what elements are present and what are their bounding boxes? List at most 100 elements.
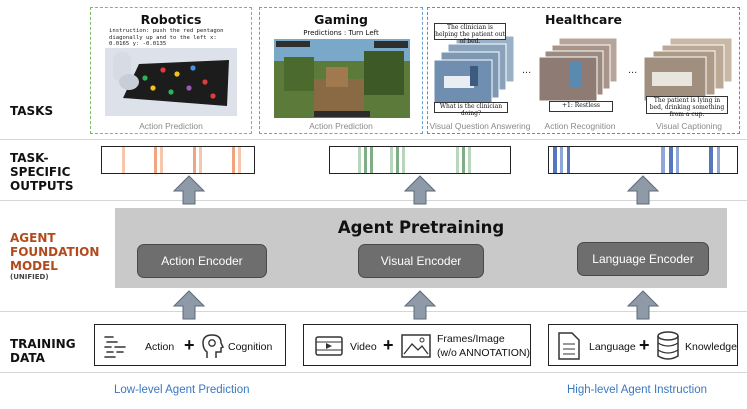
strip-tick xyxy=(709,147,713,173)
action-icon xyxy=(104,336,126,358)
row-label-model-line3: MODEL xyxy=(10,259,58,273)
row-label-data-line2: DATA xyxy=(10,351,45,365)
caption-vqa: Visual Question Answering xyxy=(429,121,531,131)
database-icon xyxy=(657,331,679,360)
strip-tick xyxy=(396,147,399,173)
visual-encoder: Visual Encoder xyxy=(358,244,484,278)
strip-tick xyxy=(560,147,563,173)
arrow-up-icon xyxy=(172,175,206,205)
row-label-model-line1: AGENT xyxy=(10,231,56,245)
ellipsis-1: ... xyxy=(522,64,532,76)
strip-tick xyxy=(402,147,405,173)
arrow-up-icon xyxy=(626,290,660,320)
robotics-caption: Action Prediction xyxy=(139,121,203,131)
label-action: Action xyxy=(145,341,175,353)
caption-visual-captioning: Visual Captioning xyxy=(656,121,722,131)
separator-outputs xyxy=(0,200,747,201)
robotics-instruction: instruction: push the red pentagon diago… xyxy=(109,28,224,48)
row-label-tasks: TASKS xyxy=(10,104,54,118)
cognition-icon xyxy=(202,334,225,358)
vqa-frames xyxy=(434,36,515,107)
output-strip-visual xyxy=(329,146,511,174)
vc-frames xyxy=(644,38,733,102)
image-icon xyxy=(401,334,431,358)
strip-tick xyxy=(199,147,202,173)
bubble-vqa: What is the clinician doing? xyxy=(434,102,508,117)
gaming-title: Gaming xyxy=(314,12,368,27)
separator-data xyxy=(0,372,747,373)
strip-tick xyxy=(238,147,241,173)
agent-pretraining-title: Agent Pretraining xyxy=(337,218,505,237)
row-label-outputs-line1: TASK- xyxy=(10,151,49,165)
robotics-panel: Robotics instruction: push the red penta… xyxy=(90,7,252,134)
row-label-training-data: TRAINING DATA xyxy=(10,337,76,365)
robotics-image xyxy=(105,48,237,116)
strip-tick xyxy=(193,147,196,173)
separator-tasks xyxy=(0,139,747,140)
strip-tick xyxy=(364,147,367,173)
training-box-video-frames: Video + Frames/Image (w/o ANNOTATION) xyxy=(303,324,531,366)
label-language: Language xyxy=(589,341,636,353)
vqa-image-stack xyxy=(434,36,516,112)
bubble-caption: The patient is lying in bed, drinking so… xyxy=(646,96,728,118)
plus-sign: + xyxy=(383,335,394,355)
action-encoder: Action Encoder xyxy=(137,244,267,278)
arrow-up-icon xyxy=(172,290,206,320)
strip-tick xyxy=(456,147,459,173)
agent-pretraining-box: Agent Pretraining Action Encoder Visual … xyxy=(115,208,727,288)
gaming-image xyxy=(274,39,410,118)
row-label-outputs: TASK- SPECIFIC OUTPUTS xyxy=(10,151,74,193)
strip-tick xyxy=(717,147,720,173)
label-frames-image: Frames/Image xyxy=(437,333,505,345)
output-strip-language xyxy=(548,146,738,174)
video-icon xyxy=(315,336,343,356)
row-label-outputs-line2: SPECIFIC xyxy=(10,165,71,179)
plus-sign: + xyxy=(184,335,195,355)
footer-low-level: Low-level Agent Prediction xyxy=(114,384,250,396)
ellipsis-2: ... xyxy=(628,64,638,76)
training-box-action-cognition: Action + Cognition xyxy=(94,324,286,366)
language-encoder: Language Encoder xyxy=(577,242,709,276)
strip-tick xyxy=(567,147,570,173)
plus-sign: + xyxy=(639,335,650,355)
label-video: Video xyxy=(350,341,377,353)
strip-tick xyxy=(390,147,393,173)
robotics-scene xyxy=(113,52,229,106)
row-label-model-sub: (UNIFIED) xyxy=(10,273,49,281)
robotics-title: Robotics xyxy=(140,12,202,27)
caption-action-recognition: Action Recognition xyxy=(544,121,616,131)
row-label-data-line1: TRAINING xyxy=(10,337,76,351)
strip-tick xyxy=(358,147,361,173)
row-label-model-line2: FOUNDATION xyxy=(10,245,100,259)
bubble-restless: +1: Restless xyxy=(549,101,613,112)
strip-tick xyxy=(462,147,465,173)
row-label-outputs-line3: OUTPUTS xyxy=(10,179,74,193)
gaming-caption: Action Prediction xyxy=(309,121,373,131)
gaming-scene xyxy=(274,39,410,118)
strip-tick xyxy=(370,147,373,173)
strip-tick xyxy=(154,147,157,173)
strip-tick xyxy=(669,147,673,173)
arrow-up-icon xyxy=(626,175,660,205)
healthcare-panel: Healthcare The clinician is helping the … xyxy=(427,7,740,134)
label-knowledge: Knowledge xyxy=(685,341,737,353)
vc-image-stack xyxy=(644,38,734,102)
footer-high-level: High-level Agent Instruction xyxy=(567,384,707,396)
training-box-language-knowledge: Language + Knowledge xyxy=(548,324,738,366)
healthcare-title: Healthcare xyxy=(544,12,623,27)
row-label-model: AGENT FOUNDATION MODEL (UNIFIED) xyxy=(10,231,99,282)
strip-tick xyxy=(232,147,235,173)
separator-model xyxy=(0,311,747,312)
gaming-prediction: Predictions : Turn Left xyxy=(303,29,379,37)
arrow-up-icon xyxy=(403,290,437,320)
ar-image-stack xyxy=(539,38,619,102)
strip-tick xyxy=(160,147,163,173)
label-cognition: Cognition xyxy=(228,341,273,353)
strip-tick xyxy=(553,147,557,173)
strip-tick xyxy=(676,147,679,173)
arrow-up-icon xyxy=(403,175,437,205)
strip-tick xyxy=(468,147,471,173)
ar-frames xyxy=(539,38,618,102)
gaming-panel: Gaming Predictions : Turn Left Action Pr… xyxy=(259,7,423,134)
document-icon xyxy=(558,332,580,360)
